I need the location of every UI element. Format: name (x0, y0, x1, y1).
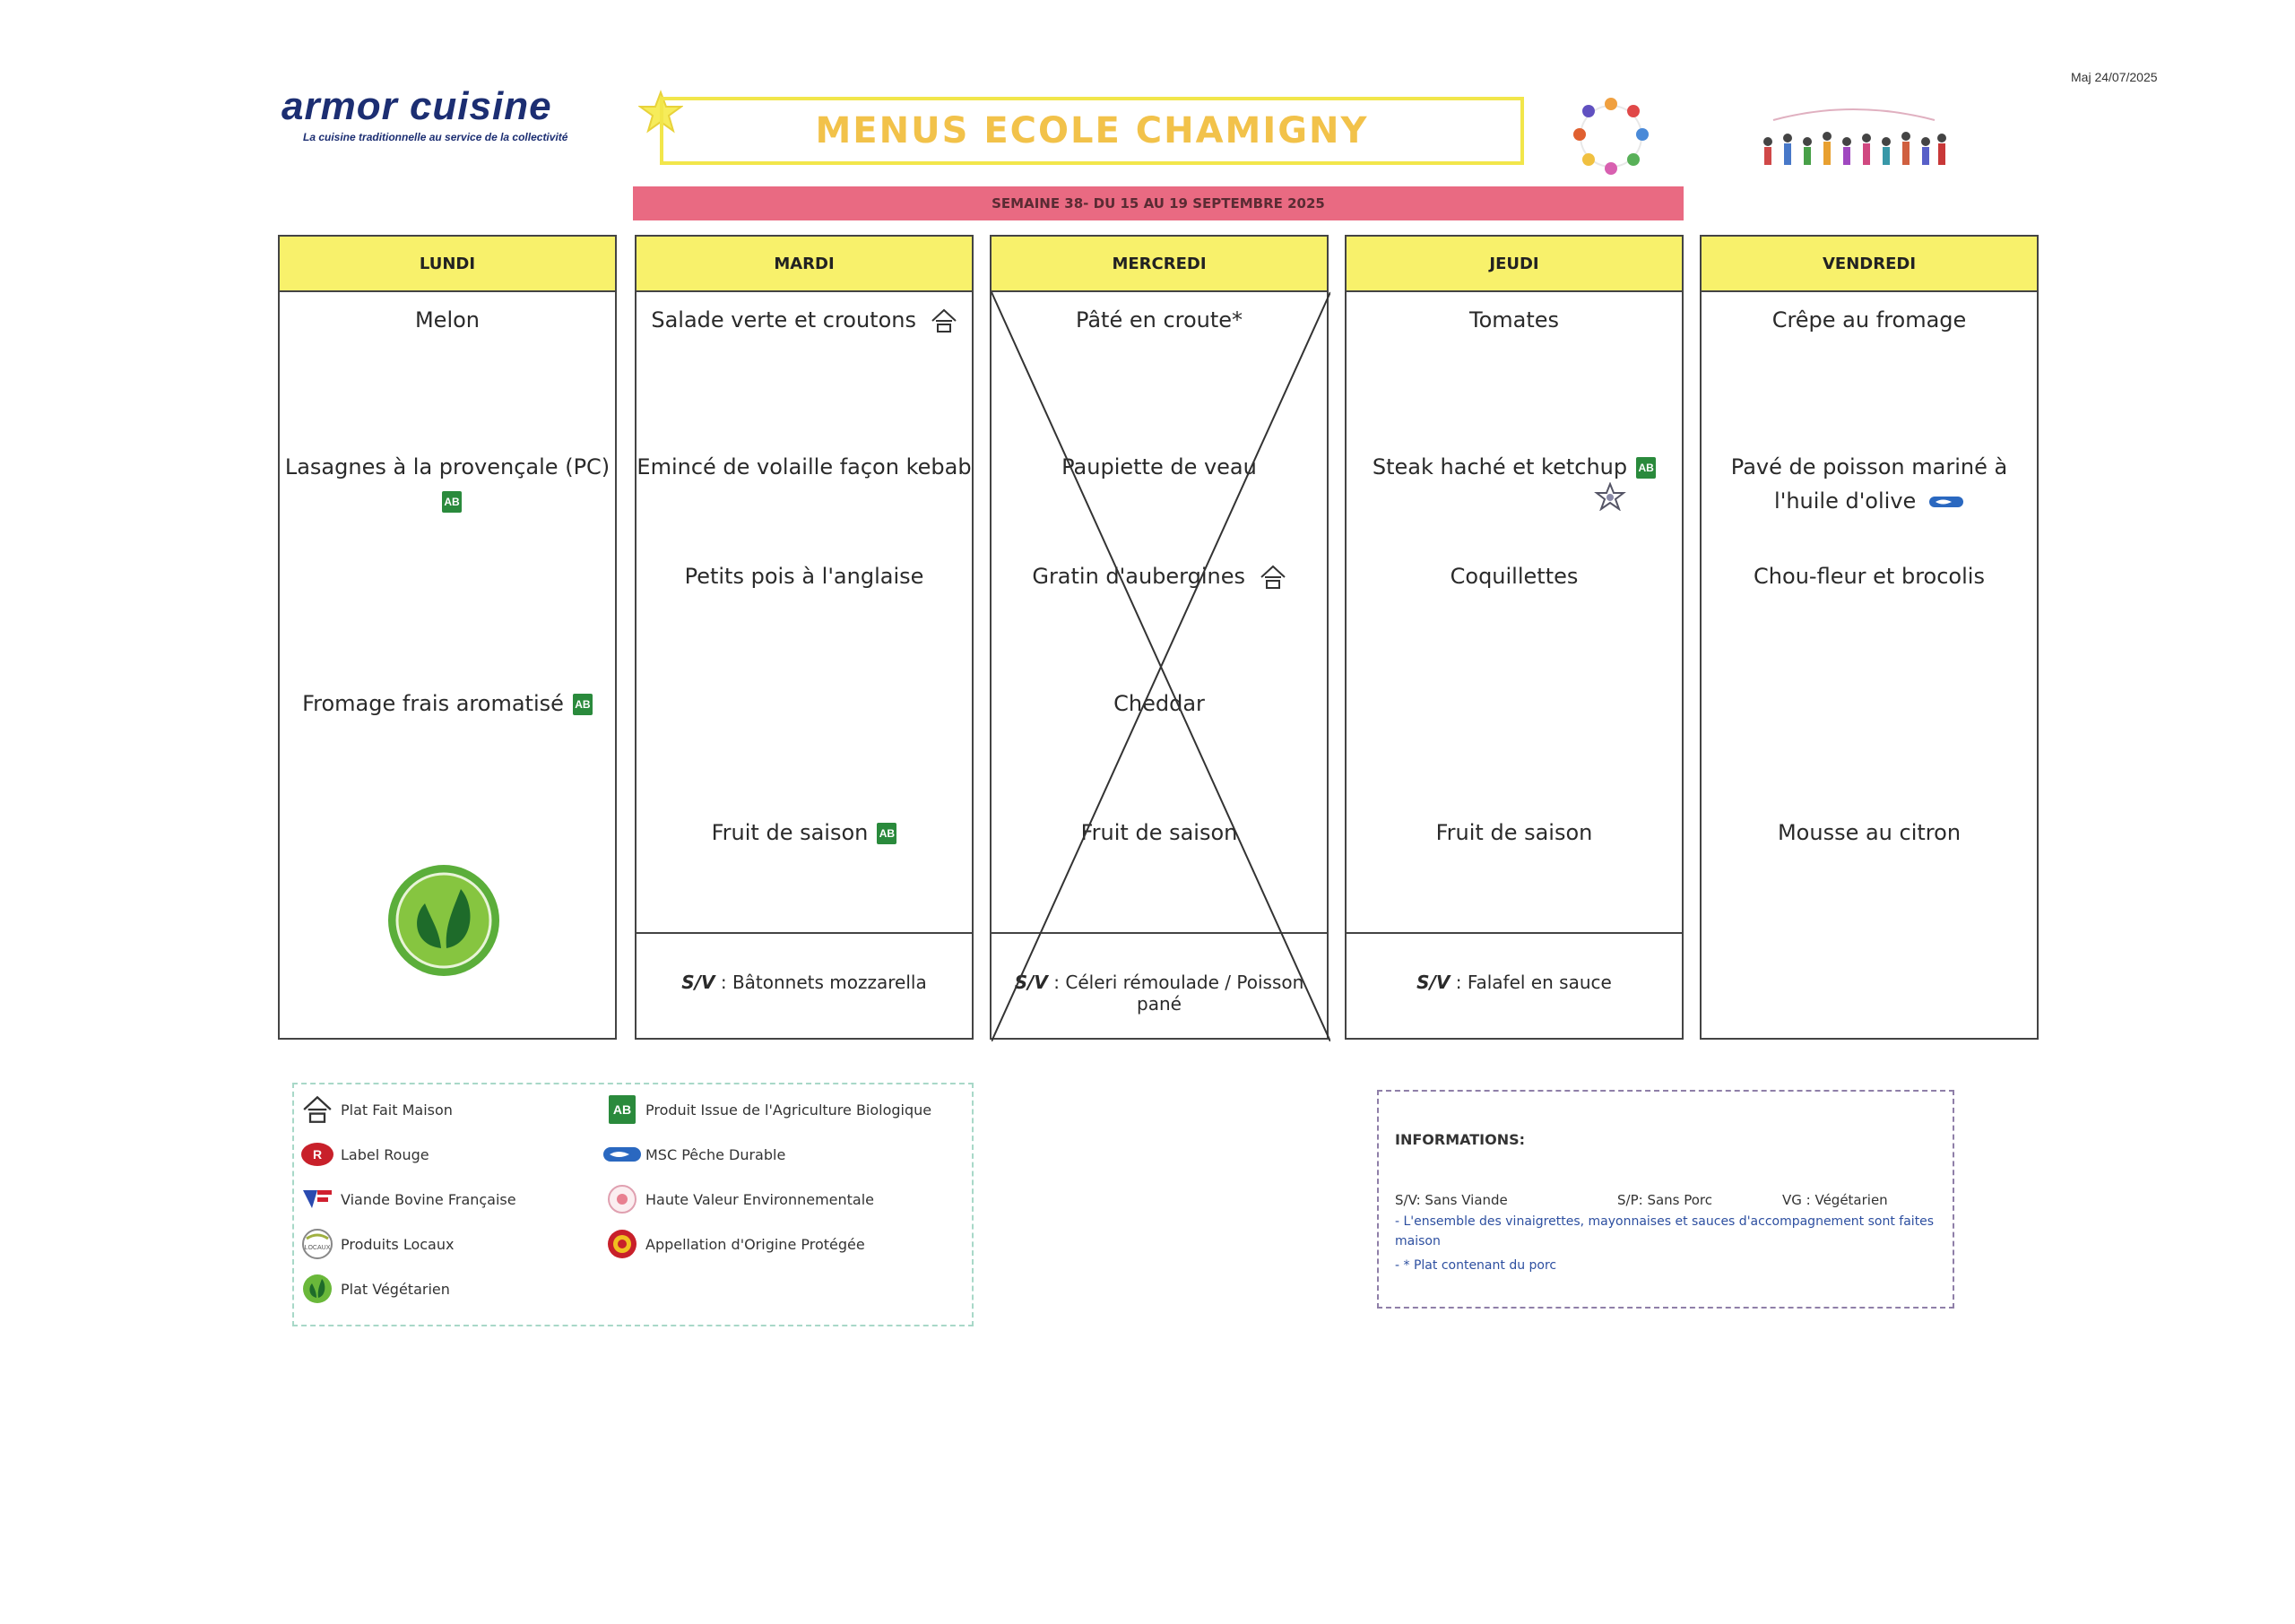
info-note-sauces: - L'ensemble des vinaigrettes, mayonnais… (1395, 1214, 1935, 1248)
french-beef-icon (303, 1190, 332, 1208)
dish-side: Coquillettes (1450, 564, 1579, 589)
meatless-alternative: S/V : Falafel en sauce (1416, 972, 1612, 993)
homemade-icon (931, 308, 957, 333)
dish-dessert: Fruit de saison (1435, 820, 1593, 845)
svg-text:R: R (313, 1147, 322, 1162)
legend-box: Plat Fait Maison R Label Rouge Viande Bo… (292, 1083, 974, 1326)
legend-item: R Label Rouge (298, 1136, 429, 1172)
dish-main: Emincé de volaille façon kebab (637, 454, 972, 479)
legend-item: Appellation d'Origine Protégée (602, 1226, 865, 1262)
title-box: MENUS ECOLE CHAMIGNY (660, 97, 1524, 165)
divider (1347, 932, 1682, 934)
dish-main: Lasagnes à la provençale (PC)AB (280, 450, 615, 518)
organic-ab-icon: AB (609, 1095, 636, 1124)
legend-item: Plat Fait Maison (298, 1092, 453, 1127)
info-sv: S/V: Sans Viande (1395, 1192, 1508, 1208)
day-column-lundi: LUNDI Melon Lasagnes à la provençale (PC… (278, 235, 617, 1040)
cancelled-cross-mark (992, 291, 1330, 1041)
local-products-icon: LOCAUX (302, 1229, 333, 1259)
msc-label-icon (603, 1147, 641, 1162)
dish-starter: Crêpe au fromage (1771, 307, 1967, 333)
day-header: MARDI (637, 237, 972, 292)
info-sp: S/P: Sans Porc (1617, 1192, 1713, 1208)
dish-starter: Melon (414, 307, 481, 333)
info-note-pork: - * Plat contenant du porc (1395, 1258, 1557, 1273)
dish-starter: Pâté en croute* (1075, 307, 1243, 333)
label-rouge-icon: R (301, 1143, 333, 1166)
msc-label-icon (1928, 497, 1963, 507)
homemade-icon (1260, 565, 1286, 589)
organic-ab-icon: AB (1636, 457, 1657, 479)
legend-item: MSC Pêche Durable (602, 1136, 785, 1172)
info-title: INFORMATIONS: (1395, 1131, 1526, 1148)
brand-logo: armor cuisine (281, 84, 552, 128)
divider (637, 932, 972, 934)
page-title: MENUS ECOLE CHAMIGNY (815, 110, 1369, 151)
dish-main: Pavé de poisson mariné à l'huile d'olive (1730, 454, 2008, 514)
children-circle-illustration (1573, 98, 1649, 175)
day-header: VENDREDI (1702, 237, 2037, 292)
day-column-vendredi: VENDREDI Crêpe au fromage Pavé de poisso… (1700, 235, 2039, 1040)
divider (992, 932, 1327, 934)
dish-cheese: Cheddar (1113, 691, 1205, 716)
info-vg: VG : Végétarien (1782, 1192, 1888, 1208)
children-row-illustration (1763, 108, 1946, 165)
dish-starter: Tomates (1468, 307, 1560, 333)
day-header: LUNDI (280, 237, 615, 292)
brand-tagline: La cuisine traditionnelle au service de … (303, 131, 568, 143)
week-banner: SEMAINE 38- DU 15 AU 19 SEPTEMBRE 2025 (633, 186, 1684, 220)
legend-item: LOCAUX Produits Locaux (298, 1226, 454, 1262)
organic-ab-icon: AB (572, 694, 593, 715)
day-column-mercredi: MERCREDI Pâté en croute* Paupiette de ve… (990, 235, 1330, 1041)
dish-starter: Salade verte et croutons (637, 303, 972, 337)
homemade-icon (303, 1095, 332, 1123)
dish-side: Chou-fleur et brocolis (1754, 564, 1985, 589)
svg-text:LOCAUX: LOCAUX (305, 1245, 331, 1251)
dish-main: Paupiette de veau (1061, 454, 1257, 479)
update-date: Maj 24/07/2025 (2071, 70, 2158, 84)
hve-label-icon (1594, 482, 1626, 511)
hve-icon (608, 1185, 637, 1214)
vegetarian-badge-icon (388, 865, 499, 976)
organic-ab-icon: AB (877, 823, 897, 844)
day-header: MERCREDI (992, 237, 1327, 292)
meatless-alternative: S/V : Bâtonnets mozzarella (681, 972, 927, 993)
legend-item: Haute Valeur Environnementale (602, 1181, 874, 1217)
dish-dessert: Fruit de saison (1080, 820, 1238, 845)
aop-icon (608, 1230, 637, 1258)
information-box: INFORMATIONS: S/V: Sans Viande S/P: Sans… (1377, 1090, 1954, 1309)
meatless-alternative: S/V : Céleri rémoulade / Poisson pané (1014, 972, 1304, 1015)
dish-dessert: Mousse au citron (1777, 820, 1962, 845)
dish-side: Petits pois à l'anglaise (684, 564, 924, 589)
legend-item: Viande Bovine Française (298, 1181, 516, 1217)
legend-item: Plat Végétarien (298, 1271, 450, 1307)
day-header: JEUDI (1347, 237, 1682, 292)
legend-item: AB Produit Issue de l'Agriculture Biolog… (602, 1092, 931, 1127)
dish-side: Gratin d'aubergines (992, 559, 1327, 593)
vegetarian-icon (303, 1274, 332, 1303)
day-column-mardi: MARDI Salade verte et croutons Emincé de… (635, 235, 974, 1040)
organic-ab-icon: AB (442, 491, 462, 513)
